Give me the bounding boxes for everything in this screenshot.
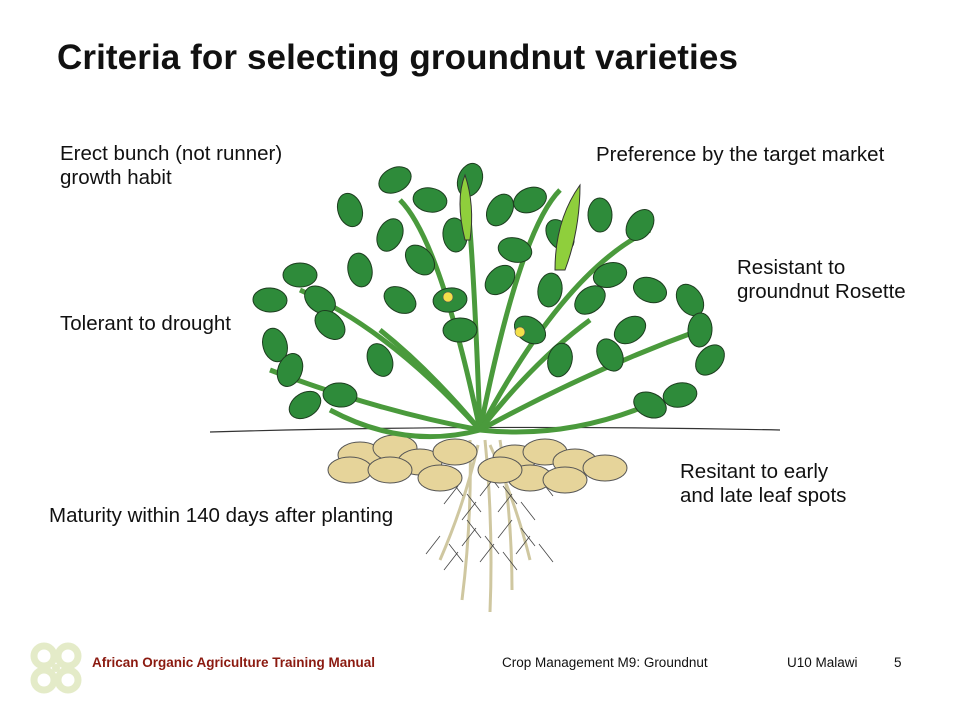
leaf [314,310,346,340]
criterion-growth-habit: Erect bunch (not runner) growth habit [60,142,282,190]
root-hair [515,535,531,555]
footer-page-number: 5 [894,655,902,670]
leaf [596,338,624,372]
leaf [347,252,373,288]
stem [477,227,652,432]
slide-title: Criteria for selecting groundnut varieti… [57,38,739,77]
criterion-text: growth habit [60,166,172,189]
flower [514,326,526,338]
leaf [592,261,628,289]
young-shoot [554,183,581,271]
stem [477,188,562,431]
leaf [404,244,436,276]
footer-unit: U10 Malawi [787,655,858,670]
leaf [633,391,667,419]
groundnut-pod [582,454,628,482]
criterion-drought-tolerance: Tolerant to drought [60,312,231,336]
leaf [412,187,448,213]
leaf [662,382,698,408]
criterion-text: Resitant to early [680,460,829,483]
root-hair [461,527,477,547]
root-hair [479,543,495,563]
leaf [513,186,547,214]
flower [442,291,454,303]
leaf [497,237,533,263]
leaf [304,285,336,315]
stem [328,407,481,440]
criterion-rosette-resistance: Resistant to groundnut Rosette [737,256,906,304]
criterion-text: Maturity within 140 days after planting [49,504,394,527]
root-hair [448,543,464,563]
manual-logo-icon [30,642,82,694]
groundnut-pod [417,464,463,492]
root-hair [520,501,536,521]
leaf [252,287,288,313]
leaf [288,390,322,420]
footer-module: Crop Management M9: Groundnut [502,655,708,670]
leaf [383,286,417,314]
leaf [378,166,412,194]
criterion-text: Tolerant to drought [60,312,231,335]
groundnut-pod [432,438,478,466]
young-shoot [459,173,473,241]
leaf [613,315,647,345]
root-hair [502,551,518,571]
leaf [336,192,364,228]
criterion-maturity: Maturity within 140 days after planting [49,504,393,528]
leaf [262,327,288,363]
stem [398,198,483,431]
leaf [485,193,515,227]
stem [478,317,592,432]
root-hair [502,485,518,505]
root-hair [497,493,513,513]
root-hair [538,543,554,563]
criterion-text: groundnut Rosette [737,280,906,303]
leaf [633,276,667,304]
leaf [547,342,573,378]
stem [378,328,482,432]
leaf [513,315,547,345]
root-hair [466,493,482,513]
root-hair [497,519,513,539]
leaf [587,197,613,233]
leaf [442,317,478,343]
groundnut-pod [477,456,523,484]
leaf [282,262,318,288]
root-hair [520,527,536,547]
leaf [376,218,404,252]
footer-manual-title: African Organic Agriculture Training Man… [92,655,376,670]
criterion-leaf-spot-resistance: Resitant to early and late leaf spots [680,460,846,508]
groundnut-pod [327,456,373,484]
criterion-text: Erect bunch (not runner) [60,142,283,165]
criterion-text: Preference by the target market [596,143,885,166]
groundnut-pod [367,456,413,484]
leaf [366,343,394,377]
leaf [322,382,358,408]
leaf [687,312,713,348]
leaf [574,285,606,315]
criterion-market-preference: Preference by the target market [596,143,884,167]
leaf [695,344,725,376]
root-hair [466,519,482,539]
leaf [484,264,516,296]
root-hair [443,551,459,571]
root-hair [425,535,441,555]
stem [478,327,701,433]
groundnut-pod [542,466,588,494]
root-hair [461,501,477,521]
root-hair [484,535,500,555]
criterion-text: Resistant to [737,256,846,279]
criterion-text: and late leaf spots [680,484,847,507]
leaf [537,272,563,308]
root-hair [443,485,459,505]
leaf [276,353,304,387]
leaf [625,209,655,241]
